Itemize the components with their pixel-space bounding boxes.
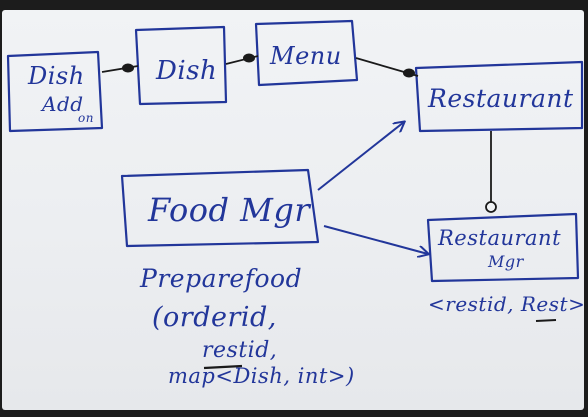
restid-underline [203, 364, 243, 370]
food-mgr-box [120, 168, 320, 248]
prepare-food-method: Preparefood [140, 264, 303, 293]
menu-box [254, 19, 359, 87]
restaurant-mgr-box [426, 212, 580, 283]
composition-diamond-2 [243, 53, 255, 63]
dish-addon-line2: Add [42, 92, 84, 116]
dish-addon-line1: Dish [28, 62, 85, 90]
dish-addon-box [6, 50, 104, 133]
foodmgr-restmgr-arrow [323, 225, 428, 254]
prepare-food-arg2: restid, [202, 338, 278, 363]
restaurant-box [414, 60, 584, 133]
rest-underline [535, 319, 557, 322]
restaurant-label: Restaurant [428, 84, 574, 113]
menu-label: Menu [270, 42, 342, 70]
dish-box [134, 25, 228, 106]
food-mgr-label: Food Mgr [148, 191, 311, 229]
restaurant-mgr-line1: Restaurant [438, 226, 562, 250]
foodmgr-restaurant-arrow [317, 122, 404, 191]
prepare-food-arg3: map<Dish, int>) [168, 364, 355, 388]
aggregation-circle [485, 201, 497, 213]
dish-addon-sub: on [78, 111, 94, 125]
composition-diamond-1 [122, 63, 134, 73]
dish-label: Dish [156, 56, 218, 86]
restaurant-mgr-line2: Mgr [488, 252, 524, 271]
restaurant-mgr-params: <restid, Rest> [428, 292, 586, 316]
prepare-food-arg1: (orderid, [152, 302, 277, 333]
composition-diamond-3 [403, 68, 415, 78]
